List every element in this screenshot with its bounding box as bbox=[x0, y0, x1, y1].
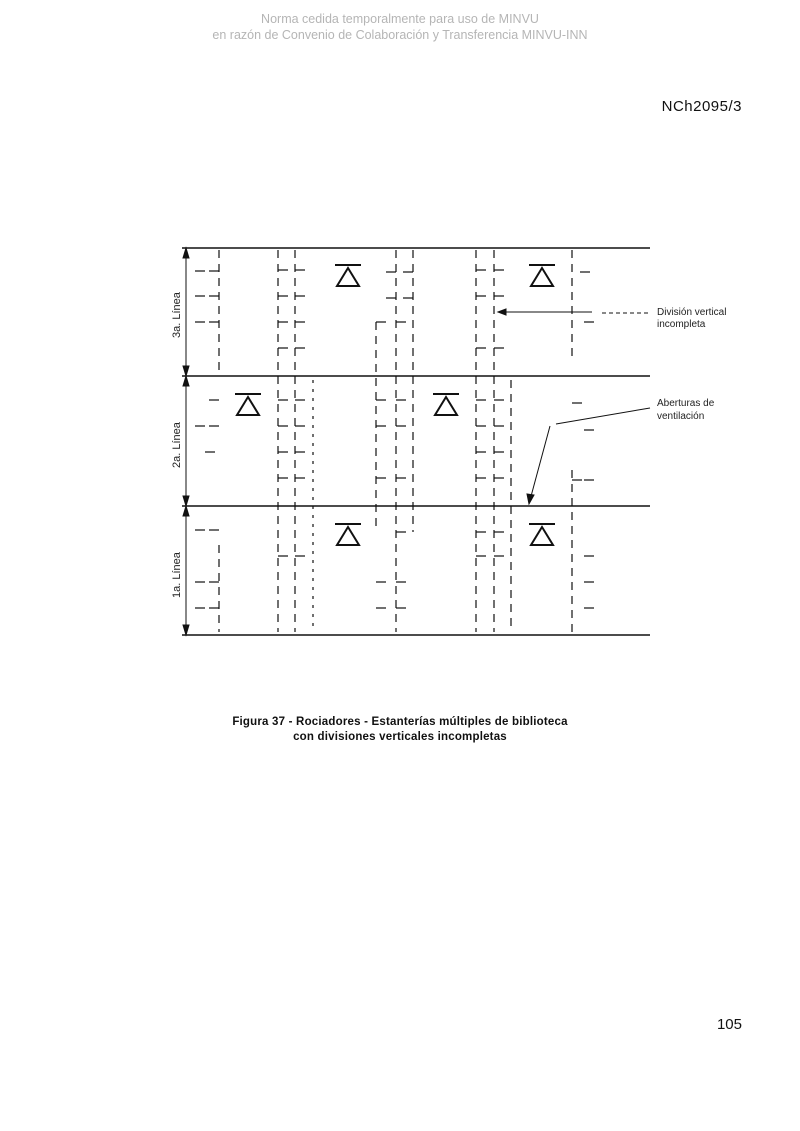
annotation-openings-line-1: Aberturas de bbox=[657, 398, 715, 409]
row-label-3: 3a. Línea bbox=[171, 291, 183, 338]
sprinkler-icon bbox=[529, 523, 555, 546]
figure-caption-line-2: con divisiones verticales incompletas bbox=[293, 731, 507, 743]
row-label-2: 2a. Línea bbox=[171, 421, 183, 468]
figure-caption-line-1: Figura 37 - Rociadores - Estanterías múl… bbox=[232, 716, 568, 728]
standard-code: NCh2095/3 bbox=[661, 98, 742, 115]
sprinkler-icon bbox=[335, 523, 361, 546]
sprinkler-icon bbox=[235, 393, 261, 416]
annotation-division-line-1: División vertical bbox=[657, 307, 726, 318]
annotation-leaders bbox=[496, 308, 651, 506]
sprinkler-symbols bbox=[235, 264, 555, 546]
shelf-ticks bbox=[195, 269, 594, 609]
sprinkler-icon bbox=[433, 393, 459, 416]
sprinkler-shelving-figure: 3a. Línea 2a. Línea 1a. Línea División v… bbox=[171, 246, 726, 637]
row-label-1: 1a. Línea bbox=[171, 551, 183, 598]
sprinkler-icon bbox=[335, 264, 361, 287]
dimension-line bbox=[182, 246, 190, 637]
annotation-division-line-2: incompleta bbox=[657, 319, 706, 330]
annotation-openings-line-2: ventilación bbox=[657, 411, 704, 422]
sprinkler-icon bbox=[529, 264, 555, 287]
page-number: 105 bbox=[716, 1016, 742, 1033]
watermark-line-2: en razón de Convenio de Colaboración y T… bbox=[212, 28, 588, 42]
watermark-line-1: Norma cedida temporalmente para uso de M… bbox=[261, 12, 539, 26]
shelf-uprights bbox=[218, 250, 573, 632]
